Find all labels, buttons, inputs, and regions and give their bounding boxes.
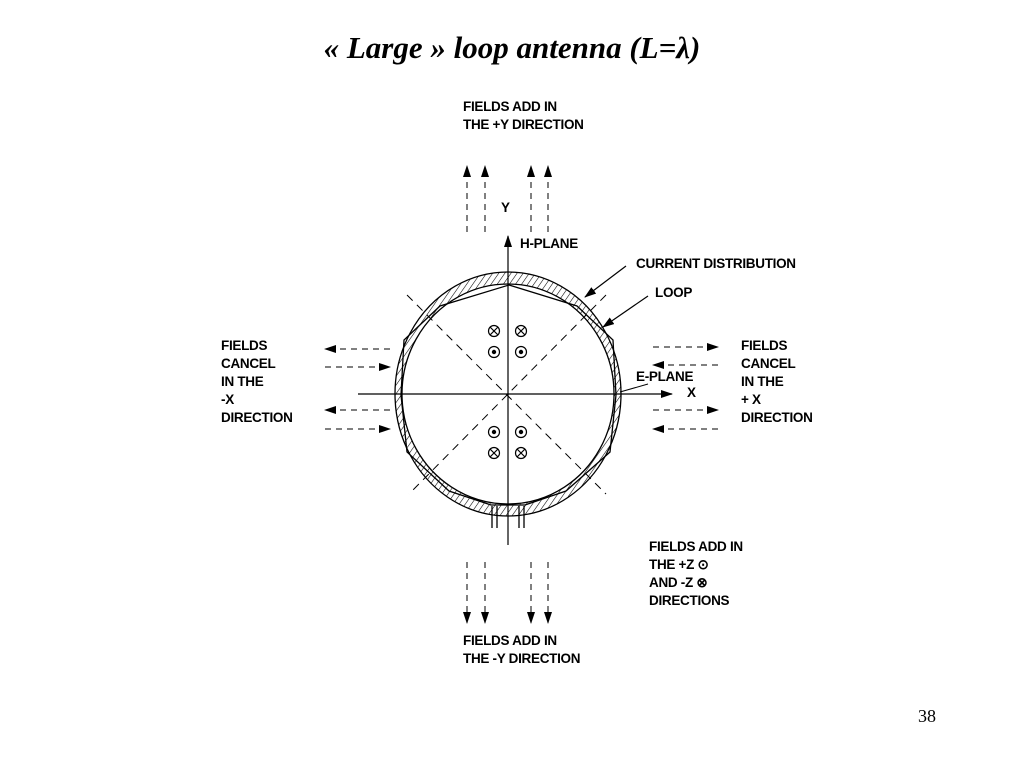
loop-label: LOOP — [655, 285, 693, 300]
plus-y-arrows — [463, 165, 552, 232]
label-line: DIRECTION — [741, 410, 813, 425]
y-axis-label: Y — [501, 200, 510, 215]
label-minus-y: FIELDS ADD IN THE -Y DIRECTION — [463, 632, 581, 668]
label-z-directions: FIELDS ADD IN THE +Z ⊙ AND -Z ⊗ DIRECTIO… — [649, 538, 743, 610]
feed-gap — [491, 506, 525, 528]
out-of-page-symbol — [514, 345, 528, 359]
label-line: FIELDS ADD IN — [463, 99, 557, 114]
label-line: THE -Y DIRECTION — [463, 651, 581, 666]
x-axis-label: X — [687, 385, 696, 400]
minus-x-arrows — [324, 345, 391, 433]
diagonal-line — [406, 294, 607, 495]
label-line: IN THE — [741, 374, 784, 389]
label-line: CANCEL — [221, 356, 276, 371]
label-plus-y: FIELDS ADD IN THE +Y DIRECTION — [463, 98, 584, 134]
label-minus-x: FIELDS CANCEL IN THE -X DIRECTION — [221, 337, 293, 427]
label-line: -X — [221, 392, 234, 407]
into-page-symbol — [514, 446, 528, 460]
label-line: FIELDS — [221, 338, 268, 353]
slide-title: « Large » loop antenna (L=λ) — [323, 30, 701, 65]
h-plane-label: H-PLANE — [520, 236, 578, 251]
into-page-symbol — [487, 446, 501, 460]
current-distribution-label: CURRENT DISTRIBUTION — [636, 256, 796, 271]
out-of-page-symbol — [514, 425, 528, 439]
into-page-symbol — [514, 324, 528, 338]
loop-leader — [602, 295, 649, 328]
page-number: 38 — [918, 706, 936, 726]
label-line: FIELDS — [741, 338, 788, 353]
e-plane-leader — [619, 383, 649, 393]
current-distribution-leader — [584, 265, 627, 298]
label-line: DIRECTION — [221, 410, 293, 425]
diagonal-line — [408, 294, 607, 495]
plus-x-arrows — [652, 343, 719, 433]
label-line: DIRECTIONS — [649, 593, 730, 608]
field-symbols — [487, 324, 528, 460]
out-of-page-symbol — [487, 345, 501, 359]
label-line: AND -Z ⊗ — [649, 575, 708, 590]
minus-y-arrows — [463, 562, 552, 624]
label-line: FIELDS ADD IN — [463, 633, 557, 648]
label-line: CANCEL — [741, 356, 796, 371]
label-line: THE +Y DIRECTION — [463, 117, 584, 132]
label-line: + X — [741, 392, 761, 407]
label-line: FIELDS ADD IN — [649, 539, 743, 554]
e-plane-label: E-PLANE — [636, 369, 694, 384]
label-line: THE +Z ⊙ — [649, 557, 709, 572]
label-plus-x: FIELDS CANCEL IN THE + X DIRECTION — [741, 337, 813, 427]
current-distribution-band — [394, 271, 622, 517]
out-of-page-symbol — [487, 425, 501, 439]
into-page-symbol — [487, 324, 501, 338]
label-line: IN THE — [221, 374, 264, 389]
